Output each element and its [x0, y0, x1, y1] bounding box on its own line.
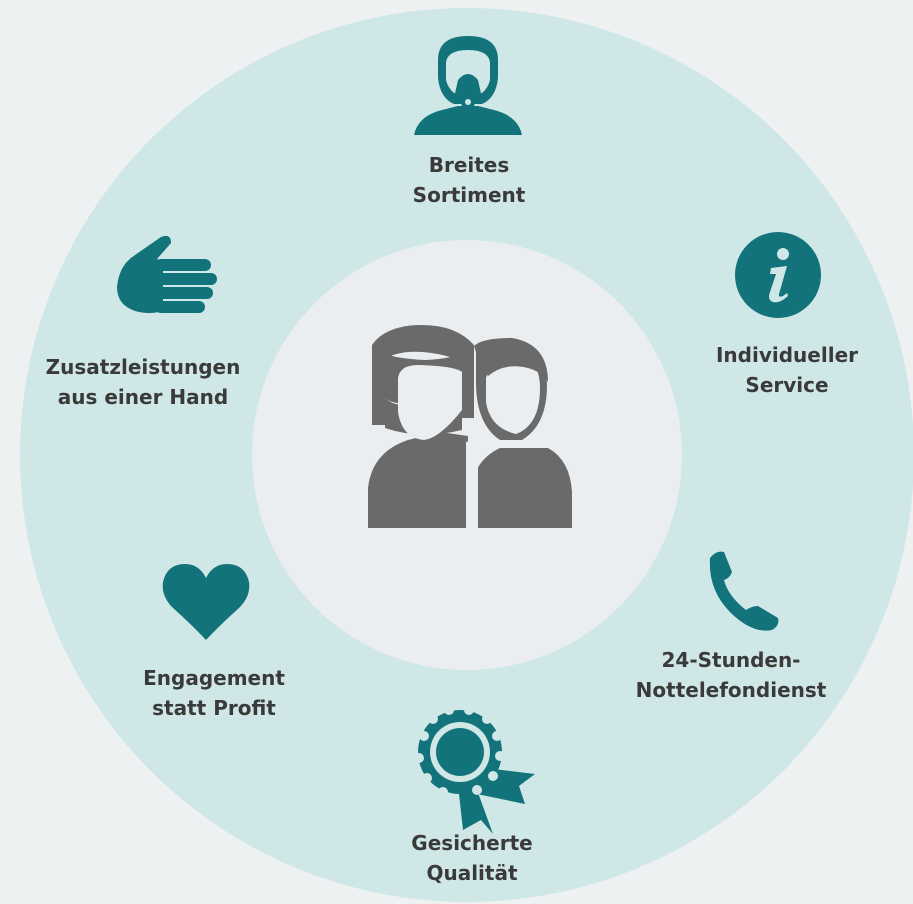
- label-gesicherte-qualitaet: Gesicherte Qualität: [411, 828, 532, 888]
- label-line: Sortiment: [412, 183, 526, 207]
- label-line: 24-Stunden-: [661, 648, 801, 672]
- label-line: Engagement: [143, 666, 285, 690]
- info-icon: [735, 232, 821, 318]
- label-individueller-service: Individueller Service: [716, 340, 858, 400]
- label-line: Zusatzleistungen: [45, 355, 241, 379]
- label-line: statt Profit: [152, 696, 276, 720]
- label-line: Gesicherte: [411, 831, 533, 855]
- label-line: Qualität: [426, 861, 518, 885]
- phone-icon: [709, 551, 779, 631]
- label-breites-sortiment: Breites Sortiment: [413, 150, 526, 210]
- label-line: Breites: [428, 153, 510, 177]
- breathing-mask-person-icon: [414, 36, 522, 135]
- heart-icon: [162, 564, 250, 640]
- label-line: Service: [745, 373, 829, 397]
- label-line: aus einer Hand: [57, 385, 229, 409]
- award-badge-icon: [415, 706, 535, 834]
- label-nottelefondienst: 24-Stunden- Nottelefondienst: [636, 645, 827, 705]
- label-line: Nottelefondienst: [635, 678, 827, 702]
- label-engagement-statt-profit: Engagement statt Profit: [143, 663, 285, 723]
- label-zusatzleistungen: Zusatzleistungen aus einer Hand: [46, 352, 241, 412]
- hand-icon: [117, 235, 217, 313]
- label-line: Individueller: [715, 343, 859, 367]
